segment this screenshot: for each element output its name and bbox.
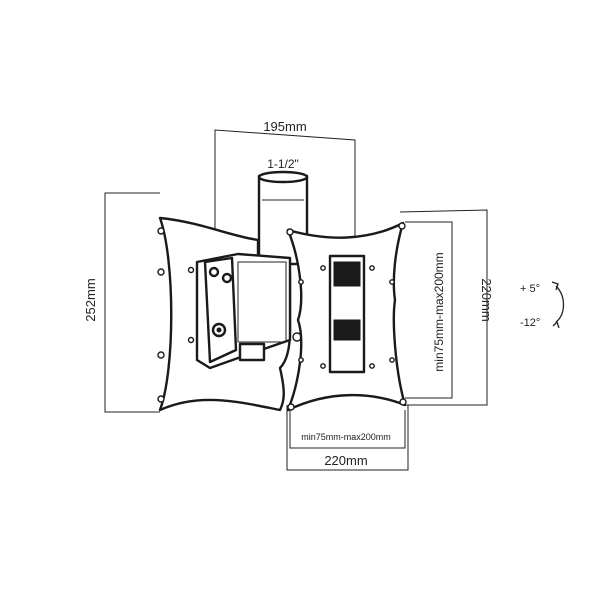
right-height-bracket xyxy=(399,209,488,406)
arm-joint xyxy=(238,342,266,362)
tilt-arc-icon xyxy=(555,285,565,323)
slot-clip-bottom xyxy=(333,319,361,341)
pole-diameter-label: 1-1/2" xyxy=(267,157,299,171)
swivel-arm xyxy=(195,252,302,370)
bottom-width-bracket xyxy=(286,405,409,471)
vesa-horizontal-label: min75mm-max200mm xyxy=(301,432,391,442)
left-height-bracket xyxy=(104,192,160,413)
tilt-indicator: + 5° -12° xyxy=(520,281,565,329)
tilt-arrow-up-icon xyxy=(551,281,559,291)
vesa-horizontal-box xyxy=(289,410,406,449)
left-height-label: 252mm xyxy=(83,278,98,321)
top-width-bracket xyxy=(214,129,356,240)
bottom-width-label: 220mm xyxy=(324,453,367,468)
top-width-label: 195mm xyxy=(263,119,306,134)
pole-top xyxy=(257,170,309,184)
tilt-down-label: -12° xyxy=(520,317,540,329)
vesa-vertical-box xyxy=(405,221,453,399)
slot-clip-top xyxy=(333,261,361,287)
dimension-lines xyxy=(104,129,488,471)
arm-side xyxy=(203,256,238,364)
vesa-vertical-label: min75mm-max200mm xyxy=(432,252,446,371)
tilt-arrow-down-icon xyxy=(552,320,560,329)
tilt-up-label: + 5° xyxy=(520,283,540,295)
right-height-label: 220mm xyxy=(479,278,494,321)
bolt-top-left xyxy=(208,266,220,278)
bolt-top-right xyxy=(221,272,233,284)
vesa-plate xyxy=(286,221,407,412)
